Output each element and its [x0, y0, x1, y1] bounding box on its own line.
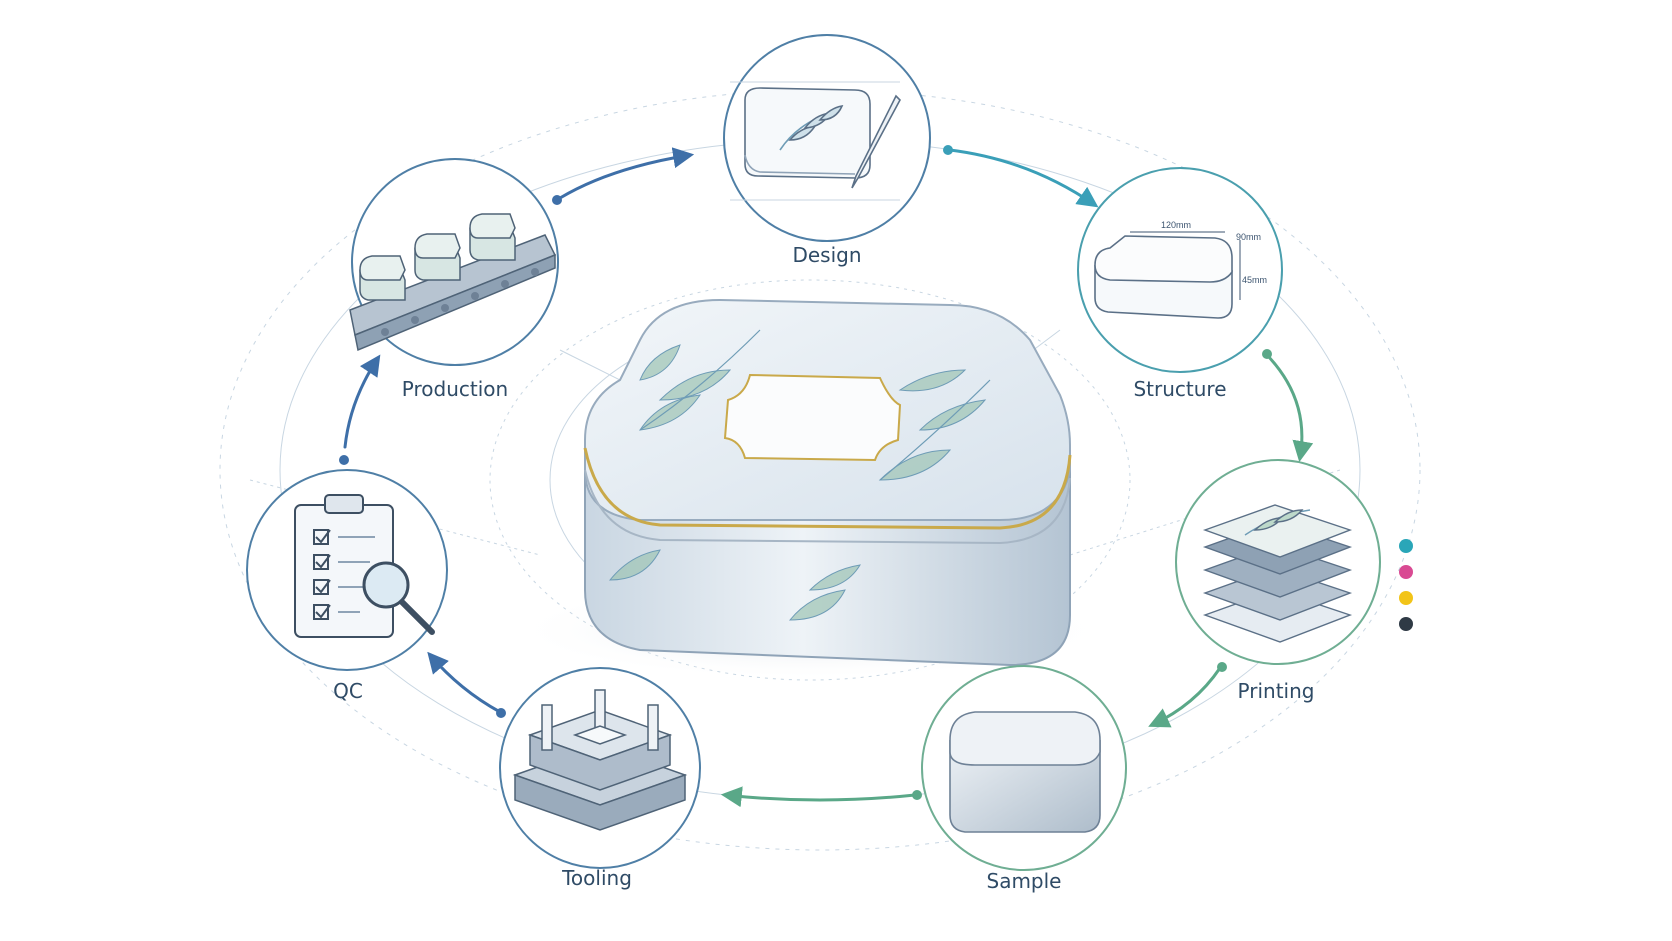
central-tin-box	[510, 298, 1110, 680]
printing-layers-icon	[1202, 504, 1353, 643]
tin-box-dimensions-icon	[1094, 231, 1241, 319]
step-printing: Printing	[1175, 459, 1381, 703]
cmyk-dot-black	[1399, 617, 1413, 631]
step-tooling: Tooling	[499, 667, 701, 890]
step-production: Production	[349, 158, 559, 401]
arrow-production-to-design	[558, 147, 695, 200]
step-label-structure: Structure	[1133, 377, 1226, 401]
step-label-sample: Sample	[987, 869, 1062, 893]
dimension-width: 90mm	[1236, 232, 1261, 242]
dimension-length: 120mm	[1161, 220, 1191, 230]
cmyk-dot-magenta	[1399, 565, 1413, 579]
step-label-production: Production	[402, 377, 508, 401]
arrow-tooling-to-qc	[427, 651, 502, 714]
tin-sketch-pencil-icon	[730, 81, 901, 201]
step-structure: 120mm 90mm 45mm Structure	[1077, 167, 1283, 401]
conveyor-belt-icon	[349, 213, 557, 352]
step-label-printing: Printing	[1238, 679, 1315, 703]
step-design: Design	[723, 34, 931, 267]
arrow-qc-to-production	[343, 354, 381, 449]
step-label-qc: QC	[333, 679, 363, 703]
arrow-structure-to-printing	[1265, 353, 1314, 463]
arrow-printing-to-sample	[1148, 666, 1222, 728]
step-sample: Sample	[921, 665, 1127, 893]
clipboard-magnifier-icon	[294, 494, 435, 638]
sample-tin-icon	[949, 711, 1101, 833]
arrow-sample-to-tooling	[720, 786, 917, 808]
cmyk-dot-yellow	[1399, 591, 1413, 605]
arrow-design-to-structure	[948, 148, 1099, 208]
mold-tooling-icon	[512, 689, 688, 831]
cmyk-dot-cyan	[1399, 539, 1413, 553]
step-label-tooling: Tooling	[561, 866, 632, 890]
dimension-height: 45mm	[1242, 275, 1267, 285]
flow-arrows	[339, 145, 1314, 808]
step-label-design: Design	[792, 243, 861, 267]
cmyk-color-dots	[1399, 539, 1413, 631]
step-qc: QC	[246, 469, 448, 703]
